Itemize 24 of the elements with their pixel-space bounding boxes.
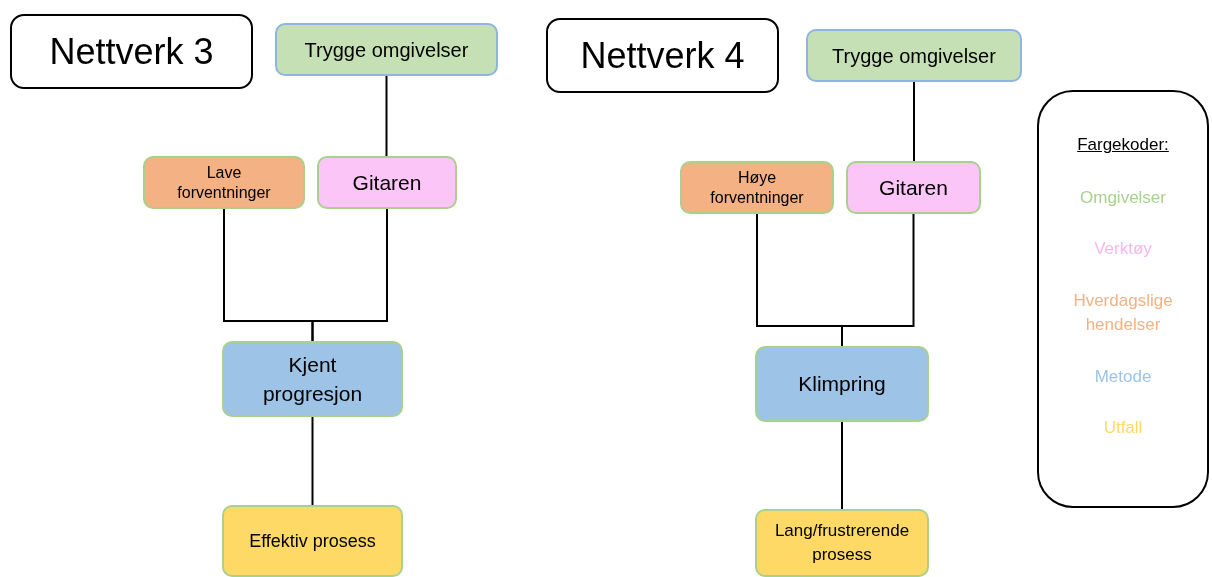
legend-entry: Utfall bbox=[1102, 417, 1144, 440]
title-box: Nettverk 4 bbox=[546, 18, 779, 93]
event-box: Lave forventninger bbox=[143, 156, 305, 209]
legend-entry: Omgivelser bbox=[1079, 186, 1167, 209]
method-box: Kjent progresjon bbox=[222, 341, 403, 417]
legend-entry: Metode bbox=[1093, 365, 1153, 388]
outcome-box: Effektiv prosess bbox=[222, 505, 403, 577]
legend-entry: Hverdagslige hendelser bbox=[1072, 290, 1174, 336]
method-box: Klimpring bbox=[755, 346, 929, 422]
environment-box: Trygge omgivelser bbox=[275, 23, 498, 76]
connector-line bbox=[311, 416, 314, 506]
connector-line bbox=[841, 213, 915, 347]
connector-line bbox=[913, 81, 915, 162]
connector-line bbox=[311, 208, 388, 342]
event-box: Høye forventninger bbox=[680, 161, 834, 214]
outcome-box: Lang/frustrerende prosess bbox=[755, 509, 929, 577]
tool-box: Gitaren bbox=[317, 156, 457, 209]
connector-line bbox=[385, 75, 388, 157]
legend-title: Fargekoder: bbox=[1077, 134, 1169, 156]
legend-entry: Verktøy bbox=[1093, 238, 1153, 261]
tool-box: Gitaren bbox=[846, 161, 981, 214]
title-box: Nettverk 3 bbox=[10, 14, 253, 89]
environment-box: Trygge omgivelser bbox=[806, 29, 1022, 82]
connector-line bbox=[841, 421, 843, 510]
